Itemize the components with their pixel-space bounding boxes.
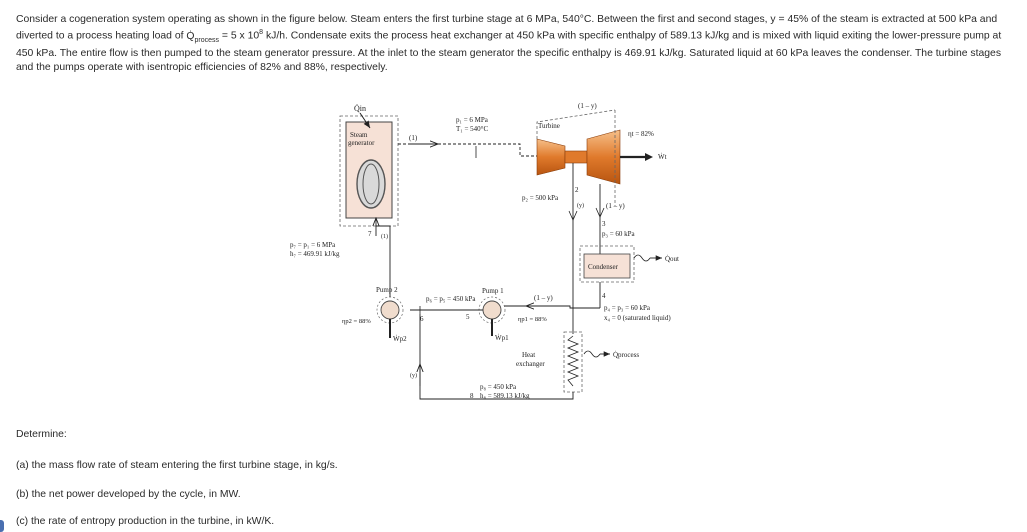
state-7-flow-label: (1): [381, 233, 388, 240]
turbine: Turbine: [536, 122, 653, 185]
q-in-arrow: [359, 112, 371, 129]
p2-label: p₂ = 500 kPa: [522, 194, 559, 202]
eta-t-label: ηt = 82%: [628, 130, 654, 138]
h8-label: h₈ = 589.13 kJ/kg: [480, 392, 530, 400]
exponent: 8: [259, 29, 264, 37]
y-low-label: (y): [410, 372, 417, 379]
p8-label: p₈ = 450 kPa: [480, 383, 517, 391]
h7-label: h₇ = 469.91 kJ/kg: [290, 250, 340, 258]
determine-heading: Determine:: [16, 429, 67, 440]
steam-generator: Steam generator: [339, 115, 399, 227]
x4-label: x₄ = 0 (saturated liquid): [604, 314, 671, 322]
q-process-wave: [583, 350, 601, 358]
problem-text-1: Consider a cogeneration system operating…: [16, 14, 998, 42]
state-6-label: 6: [420, 315, 424, 323]
question-a: (a) the mass flow rate of steam entering…: [16, 460, 338, 471]
state-5-label: 5: [466, 313, 470, 321]
flow-3-arrow: [595, 207, 605, 218]
eta-p1-label: ηp1 = 88%: [518, 316, 547, 323]
y-label: (y): [577, 202, 584, 209]
q-in-label: Q̇in: [354, 103, 366, 113]
shaft-arrow: [645, 153, 653, 161]
line-4-to-pump1: [504, 305, 600, 309]
q-out-wave: [633, 254, 651, 262]
line-1: [398, 143, 537, 157]
extraction-arrow: [568, 210, 578, 221]
w-p1-label: Ẇp1: [495, 334, 509, 342]
q-out-label: Q̇out: [665, 255, 679, 263]
turbine-boundary-top: [536, 109, 616, 139]
diagram-svg: Steam generator Q̇in (1) p₁ = 6 MPa T₁ =…: [290, 102, 679, 400]
one-minus-y-low: (1 – y): [534, 294, 553, 302]
q-dot: Q̇: [186, 30, 195, 42]
heat-exchanger-label: Heat: [522, 351, 535, 359]
heat-exchanger: Heat exchanger: [516, 331, 583, 393]
pump-1-label: Pump 1: [482, 287, 504, 295]
steam-generator-label-2: generator: [348, 139, 375, 147]
pump-1: Pump 1: [478, 287, 506, 324]
question-c: (c) the rate of entropy production in th…: [16, 516, 275, 527]
state-3-label: 3: [602, 220, 606, 228]
state-2-label: 2: [575, 186, 579, 194]
condenser-label: Condenser: [588, 263, 619, 271]
w-p2-label: Ẇp2: [393, 335, 407, 343]
heat-exchanger-label-2: exchanger: [516, 360, 545, 368]
left-edge-marker: [0, 520, 4, 532]
turbine-label: Turbine: [538, 122, 560, 130]
w-t-label: Ẇt: [658, 153, 667, 161]
line-8: [419, 314, 574, 400]
cogeneration-diagram: Steam generator Q̇in (1) p₁ = 6 MPa T₁ =…: [290, 96, 710, 421]
q-process-label: Q̇process: [613, 351, 639, 359]
steam-generator-label: Steam: [350, 131, 368, 139]
one-minus-y-mid: (1 – y): [606, 202, 625, 210]
p1-label: p₁ = 6 MPa: [456, 116, 489, 124]
q-subscript: process: [194, 36, 220, 44]
state-7-label: 7: [368, 230, 372, 238]
problem-statement: Consider a cogeneration system operating…: [16, 13, 1011, 74]
eta-p2-label: ηp2 = 88%: [342, 318, 371, 325]
state-1-label: (1): [409, 134, 418, 142]
pump-2-label: Pump 2: [376, 286, 398, 294]
t1-label: T₁ = 540°C: [456, 125, 488, 133]
question-b: (b) the net power developed by the cycle…: [16, 489, 241, 500]
one-minus-y-top: (1 – y): [578, 102, 597, 110]
problem-text-3: kJ/h. Condensate exits the process heat …: [16, 30, 1002, 73]
problem-text-2: = 5 x 10: [219, 30, 260, 42]
state-4-label: 4: [602, 292, 606, 300]
condenser: Condenser: [579, 245, 635, 283]
p4-label: p₄ = p₃ = 60 kPa: [604, 304, 651, 312]
p6-label: p₆ = p₅ = 450 kPa: [426, 295, 476, 303]
line-7: [376, 225, 391, 297]
state-8-label: 8: [470, 392, 474, 400]
p7-label: p₇ = p₁ = 6 MPa: [290, 241, 336, 249]
pump-2: Pump 2: [376, 286, 404, 324]
q-process-symbol: Q̇process: [186, 30, 220, 44]
p3-label: p₃ = 60 kPa: [602, 230, 636, 238]
